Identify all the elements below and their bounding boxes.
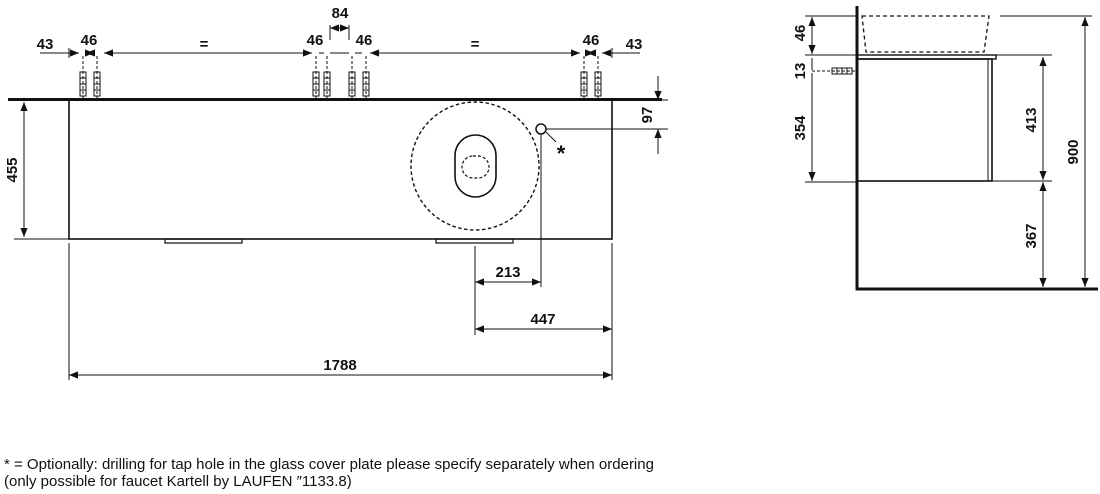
- dim-hole-offset: 213: [495, 264, 520, 281]
- dim-left-pair: 46: [81, 32, 98, 49]
- side-extension-lines: [805, 15, 1092, 183]
- fitting-3: [312, 56, 320, 101]
- dim-basin-offset: 447: [530, 311, 555, 328]
- dim-right-equal: =: [471, 36, 480, 53]
- cabinet-foot-right: [435, 238, 514, 244]
- dim-height: 455: [4, 157, 21, 182]
- dim-left-edge: 43: [37, 36, 54, 53]
- dim-right-pair: 46: [583, 32, 600, 49]
- side-view: [805, 6, 1098, 291]
- dim-tap-height: 354: [792, 115, 809, 141]
- dim-floor-clearance: 367: [1023, 223, 1040, 248]
- side-cabinet: [856, 58, 993, 182]
- side-tap-fitting: [812, 67, 857, 75]
- basin-outline-dashed: [410, 101, 540, 231]
- side-basin-dashed: [861, 15, 990, 53]
- fitting-2: [93, 56, 101, 101]
- tap-marker-leader: [545, 131, 557, 143]
- dim-plate: 13: [792, 63, 809, 80]
- cabinet-foot-left: [164, 238, 243, 244]
- fitting-7: [580, 56, 588, 101]
- side-dimension-lines: [808, 17, 1089, 287]
- dim-left-equal: =: [200, 36, 209, 53]
- footnote-line-1: * = Optionally: drilling for tap hole in…: [4, 456, 654, 473]
- cabinet-body: [68, 99, 613, 240]
- front-view: [8, 24, 668, 380]
- top-dimension-chain: [40, 24, 640, 58]
- fitting-4: [323, 56, 331, 101]
- fittings: [79, 56, 602, 101]
- dim-tap-offset: 97: [639, 107, 656, 124]
- fitting-6: [362, 56, 370, 101]
- dim-center-pair-right: 46: [356, 32, 373, 49]
- dim-top-clear: 46: [792, 25, 809, 42]
- tap-offset-dimension: [546, 76, 668, 154]
- height-dimension: [14, 102, 69, 240]
- basin-oval-inner: [461, 155, 490, 179]
- dim-right-edge: 43: [626, 36, 643, 53]
- dim-drawer-height: 413: [1023, 107, 1040, 132]
- dim-width: 1788: [323, 357, 356, 374]
- dim-center-pair-left: 46: [307, 32, 324, 49]
- basin-oval-outer: [454, 134, 497, 198]
- fitting-1: [79, 56, 87, 101]
- dim-center-total: 84: [332, 5, 349, 22]
- footnote-line-2: (only possible for faucet Kartell by LAU…: [4, 473, 352, 490]
- tap-hole-circle: [535, 123, 547, 135]
- tap-marker: *: [557, 141, 566, 166]
- dim-total-height: 900: [1065, 139, 1082, 164]
- fitting-8: [594, 56, 602, 101]
- fitting-5: [348, 56, 356, 101]
- bottom-dimensions: [68, 135, 613, 380]
